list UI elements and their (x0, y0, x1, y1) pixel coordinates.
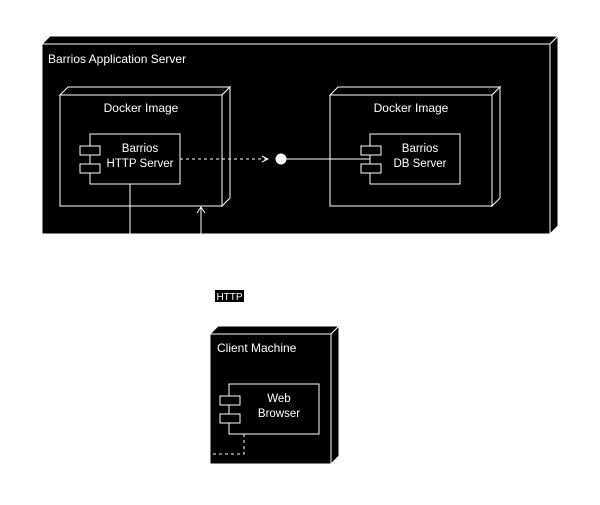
db-container-top-face (328, 86, 502, 96)
browser-outgoing-dashed-line (212, 434, 245, 455)
http-edge-label-bg (215, 290, 244, 302)
component-icon (360, 145, 382, 156)
http-server-component[interactable]: Barrios HTTP Server (79, 133, 181, 185)
component-icon (219, 395, 241, 406)
http-container-title: Docker Image (104, 101, 179, 115)
http-server-label-line1: Barrios (122, 143, 159, 155)
http-server-label-line2: HTTP Server (107, 158, 174, 170)
db-server-label-line2: DB Server (393, 158, 446, 170)
http-edge-label-text: HTTP (216, 292, 242, 303)
db-server-component[interactable]: Barrios DB Server (360, 133, 461, 185)
client-node-title: Client Machine (217, 341, 297, 355)
http-container-side-face (221, 85, 231, 208)
http-incoming-arrowhead-icon (196, 206, 206, 214)
db-server-label-line1: Barrios (402, 143, 439, 155)
http-edge-label: HTTP (215, 290, 244, 303)
db-docker-container[interactable]: Docker Image Barrios DB Server (328, 85, 502, 208)
db-container-title: Docker Image (374, 101, 449, 115)
client-node-side-face (330, 324, 340, 466)
http-docker-container[interactable]: Docker Image Barrios HTTP Server (58, 85, 232, 208)
http-container-top-face (58, 86, 232, 96)
server-node-top-face (40, 35, 560, 45)
db-server-component-box (369, 133, 461, 185)
server-node-side-face (549, 34, 559, 236)
component-icon (79, 145, 101, 156)
web-browser-label-line1: Web (267, 393, 290, 405)
http-server-component-box (89, 133, 181, 185)
web-browser-label-line2: Browser (258, 408, 300, 420)
client-node-top-face (208, 325, 341, 335)
web-browser-component[interactable]: Web Browser (219, 383, 320, 435)
component-icon (79, 163, 101, 174)
web-browser-component-box (228, 383, 320, 435)
client-machine-node[interactable]: Client Machine Web Browser (208, 324, 341, 466)
server-node-title: Barrios Application Server (48, 52, 186, 66)
component-icon (360, 163, 382, 174)
db-container-side-face (491, 85, 501, 208)
db-interface-lollipop-icon (275, 153, 287, 165)
component-icon (219, 413, 241, 424)
